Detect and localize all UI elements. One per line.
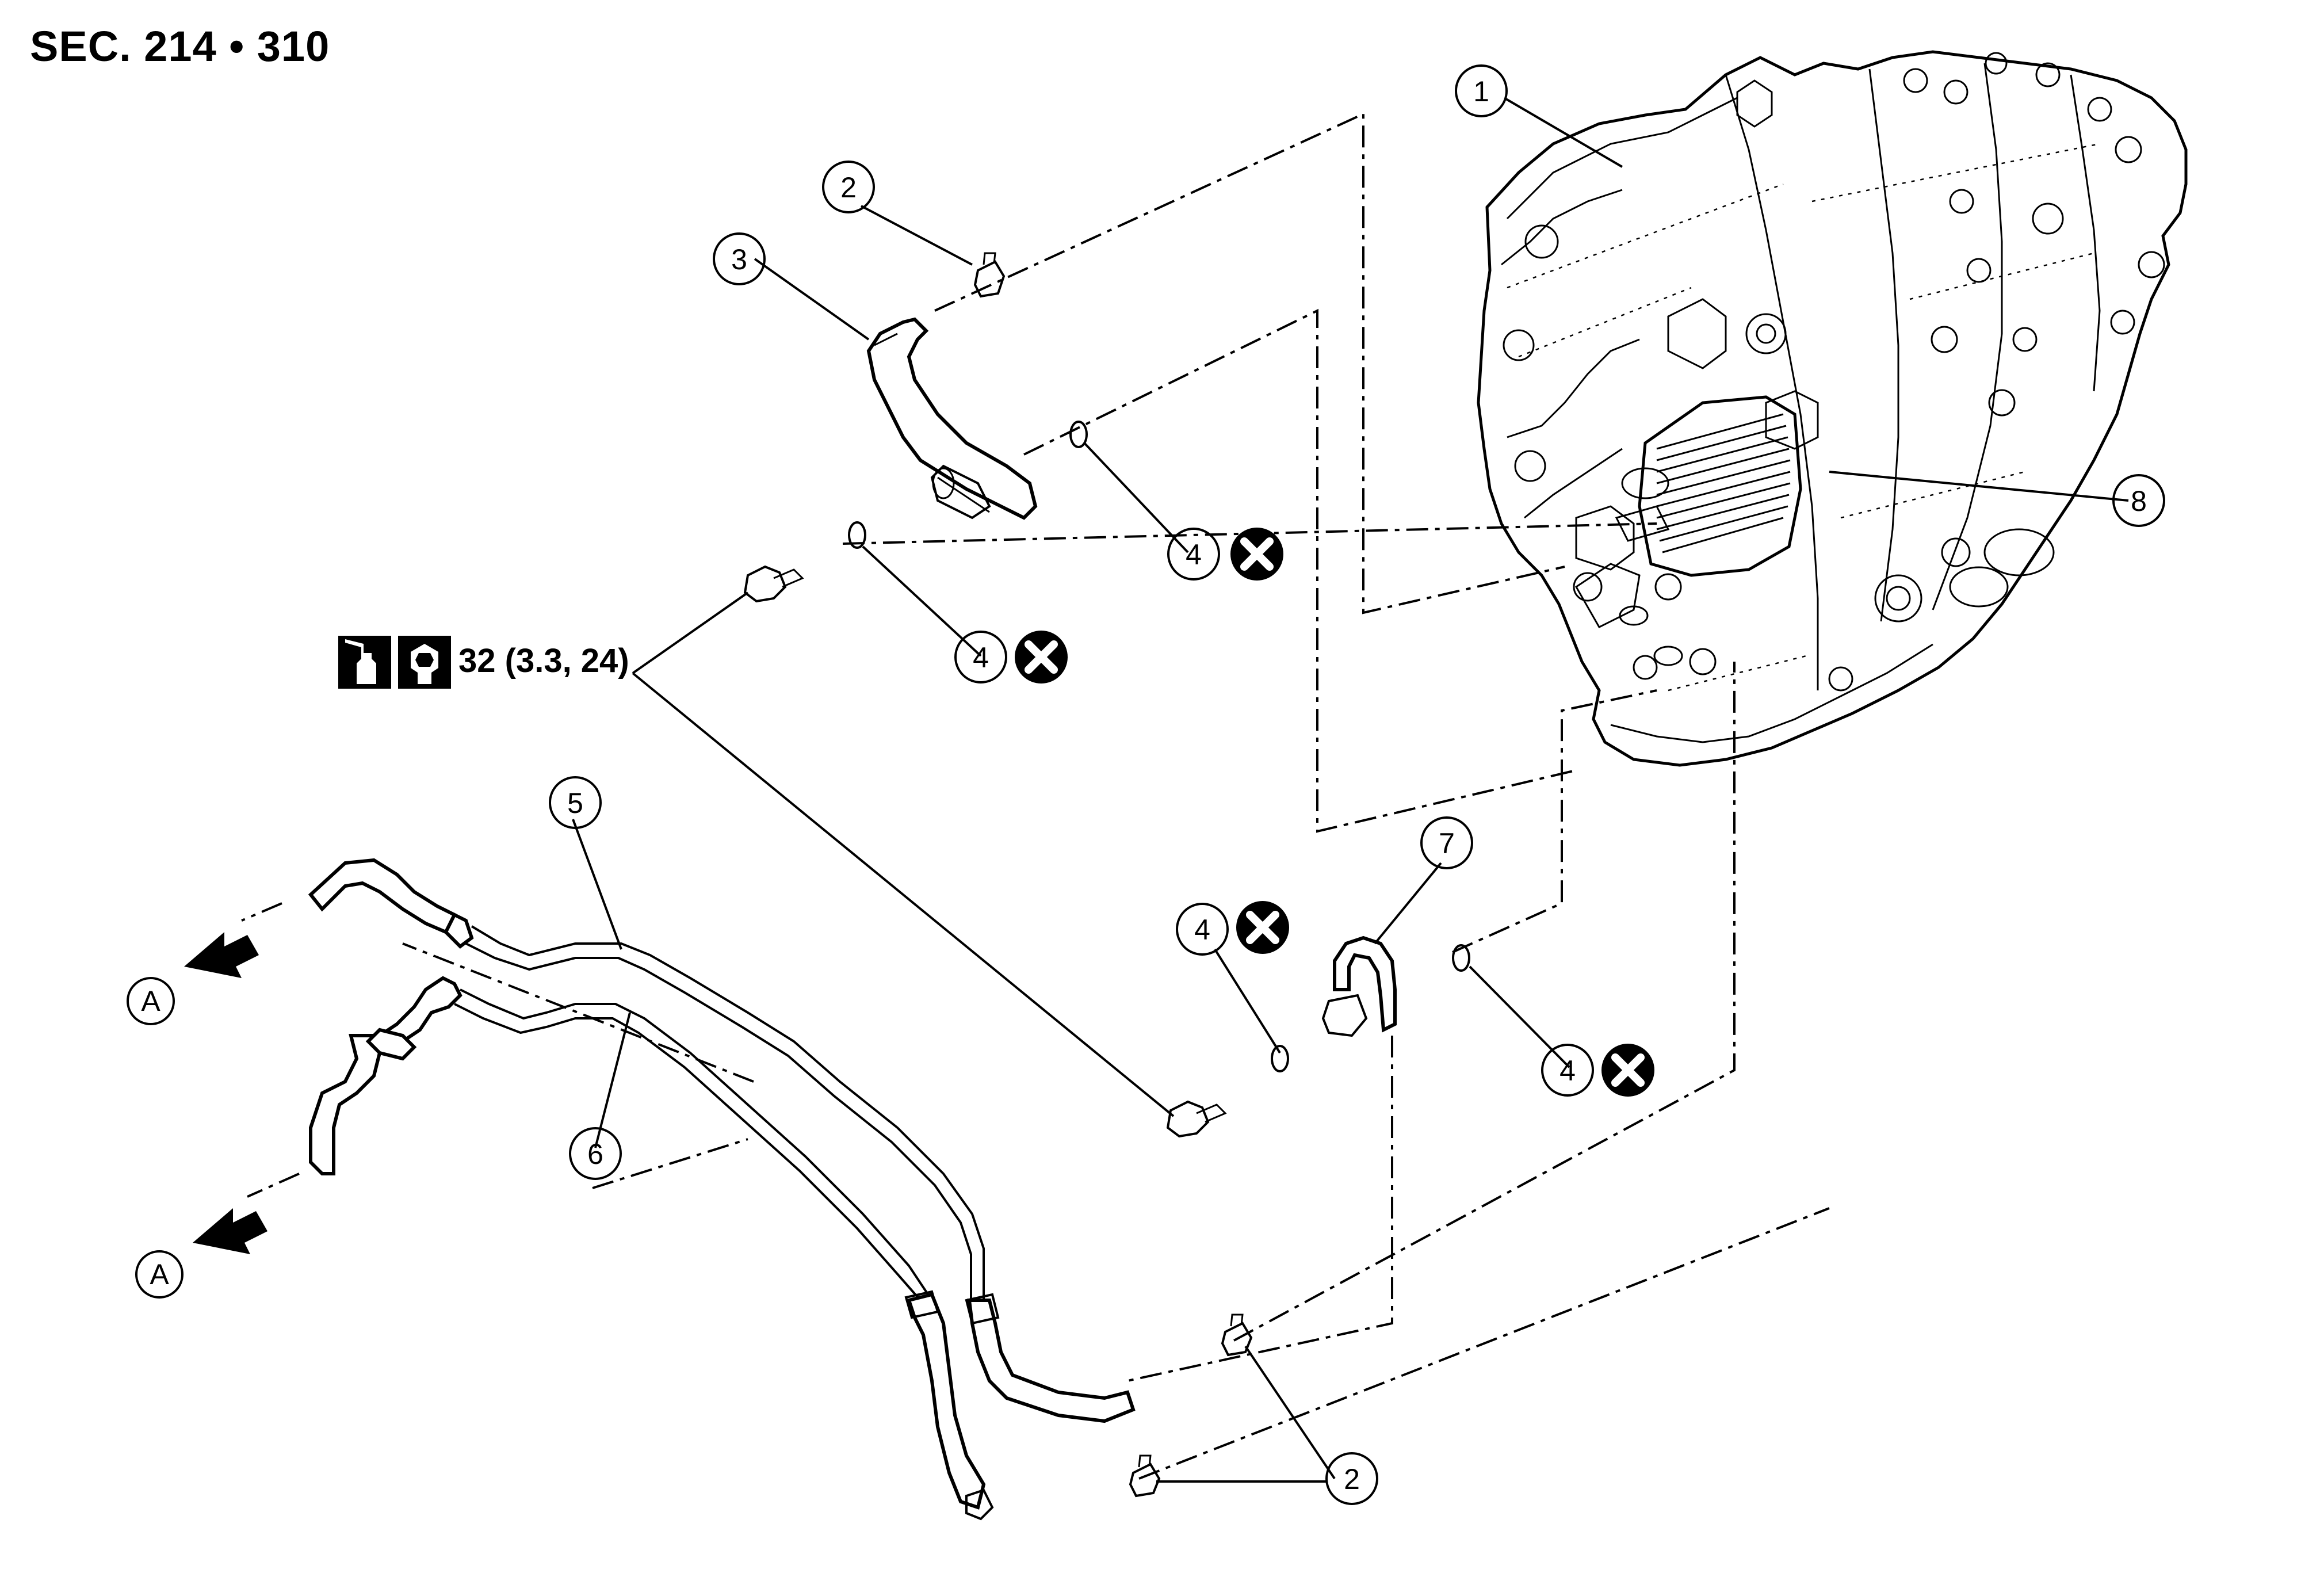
ref-marker-a-lower: A: [135, 1250, 184, 1299]
svg-text:2: 2: [840, 171, 857, 204]
svg-text:4: 4: [973, 642, 989, 674]
hose-fitting: [930, 464, 991, 520]
svg-text:4: 4: [1559, 1055, 1576, 1087]
do-not-reuse-icon: [1236, 901, 1289, 954]
arrow-left-icon: [184, 932, 259, 978]
cooler-hose-7: [1321, 935, 1397, 1037]
svg-text:8: 8: [2131, 485, 2147, 517]
do-not-reuse-icon: [1015, 631, 1068, 684]
svg-text:7: 7: [1439, 827, 1455, 860]
cooler-tube-6: [309, 976, 994, 1521]
svg-text:4: 4: [1194, 914, 1210, 946]
callout-8: 8: [2112, 474, 2165, 527]
section-label: SEC. 214 • 310: [30, 22, 330, 70]
svg-text:4: 4: [1186, 539, 1202, 571]
fluid-applicator-icon: [338, 636, 391, 689]
callout-7: 7: [1420, 816, 1473, 869]
transaxle-fittings: [1575, 563, 1683, 666]
leader-lines: [572, 98, 2129, 1483]
hose-clamp-lower-1: [1221, 1313, 1253, 1357]
copper-washer-2: [848, 521, 866, 549]
callout-6: 6: [569, 1127, 622, 1180]
callout-4-c: 4: [1176, 903, 1229, 956]
callout-4-a: 4: [1167, 528, 1220, 581]
hose-clamp-lower-2: [1129, 1454, 1161, 1498]
svg-text:3: 3: [731, 243, 747, 276]
callout-2-lower: 2: [1325, 1452, 1378, 1505]
callout-5: 5: [549, 776, 602, 829]
svg-text:A: A: [141, 985, 160, 1017]
arrow-left-icon: [193, 1208, 267, 1254]
callout-2-upper: 2: [822, 161, 875, 213]
union-bolt-lower: [1166, 1100, 1227, 1138]
copper-washer-1: [1069, 421, 1088, 448]
callout-1: 1: [1455, 64, 1508, 117]
cooler-tube-5: [308, 858, 1136, 1423]
torque-wrench-icon: [398, 636, 451, 689]
callout-4-d: 4: [1541, 1044, 1594, 1097]
svg-text:5: 5: [567, 787, 583, 819]
do-not-reuse-icon: [1230, 528, 1283, 581]
callout-3: 3: [713, 232, 766, 285]
cooler-hose-3: [866, 317, 1038, 520]
hose-clamp-upper: [973, 252, 1006, 298]
torque-spec-value: 32 (3.3, 24): [458, 642, 629, 679]
oil-cooler: [1615, 395, 1802, 577]
copper-washer-3: [1271, 1045, 1289, 1072]
svg-text:1: 1: [1473, 75, 1489, 108]
svg-text:A: A: [150, 1258, 169, 1290]
copper-washer-4: [1452, 944, 1470, 972]
svg-text:6: 6: [587, 1138, 603, 1170]
ref-marker-a-upper: A: [127, 977, 175, 1025]
svg-text:2: 2: [1344, 1463, 1360, 1495]
union-bolt-upper: [743, 565, 804, 603]
transaxle-assembly: [1477, 50, 2188, 767]
callout-4-b: 4: [954, 631, 1007, 684]
do-not-reuse-icon: [1601, 1044, 1654, 1097]
alignment-lines: [241, 112, 1830, 1480]
